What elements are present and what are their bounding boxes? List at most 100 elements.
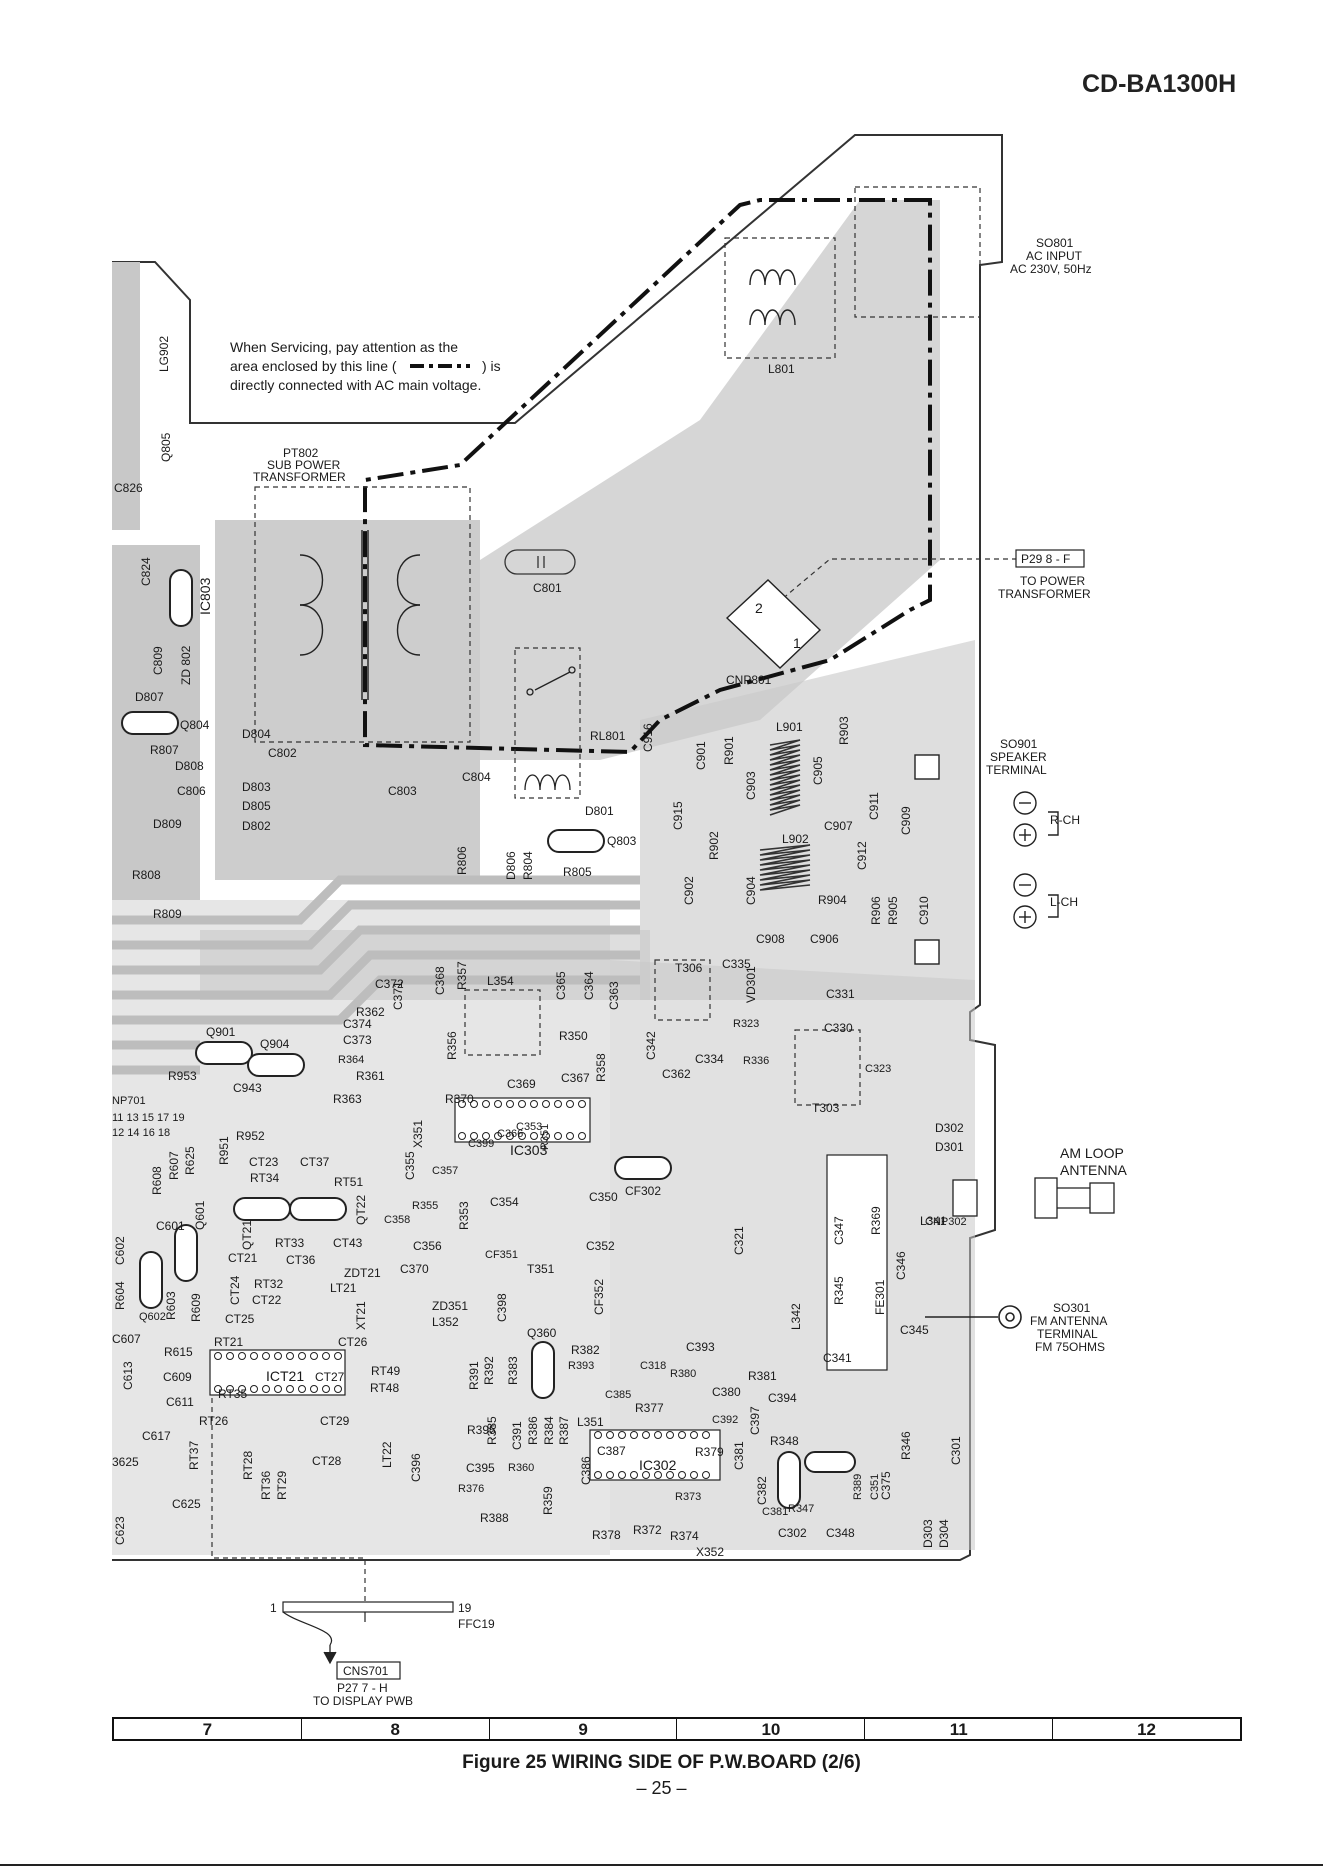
figure-caption: Figure 25 WIRING SIDE OF P.W.BOARD (2/6) bbox=[462, 1752, 861, 1773]
r347-label: R347 bbox=[788, 1503, 814, 1515]
rt32-label: RT32 bbox=[254, 1277, 283, 1291]
r363-label: R363 bbox=[333, 1092, 362, 1106]
ct25-label: CT25 bbox=[225, 1312, 255, 1326]
r951-label: R951 bbox=[217, 1136, 231, 1165]
d807-label: D807 bbox=[135, 690, 164, 704]
c358-label: C358 bbox=[384, 1214, 410, 1226]
l901-label: L901 bbox=[776, 720, 803, 734]
rt34-label: RT34 bbox=[250, 1171, 279, 1185]
grid-reference-bar: 7 8 9 10 11 12 bbox=[112, 1717, 1242, 1741]
speaker-terminals bbox=[914, 754, 1059, 965]
vd301-label: VD301 bbox=[744, 966, 758, 1003]
c802-label: C802 bbox=[268, 746, 297, 760]
c607-label: C607 bbox=[112, 1332, 141, 1346]
rt29-label: RT29 bbox=[275, 1471, 289, 1500]
am-desc2: ANTENNA bbox=[1060, 1162, 1128, 1178]
r393-label: R393 bbox=[568, 1360, 594, 1372]
xt21-label: XT21 bbox=[354, 1301, 368, 1330]
qt21-label: QT21 bbox=[240, 1220, 254, 1250]
c367-label: C367 bbox=[561, 1071, 590, 1085]
r348-label: R348 bbox=[770, 1434, 799, 1448]
c611-label: C611 bbox=[166, 1395, 194, 1409]
r381-label: R381 bbox=[748, 1369, 777, 1383]
q904-label: Q904 bbox=[260, 1037, 290, 1051]
r901-label: R901 bbox=[722, 736, 736, 765]
grid-col-9: 9 bbox=[490, 1719, 678, 1739]
inductors-l901-l902 bbox=[759, 739, 811, 891]
so901-rch: R-CH bbox=[1050, 813, 1080, 827]
model-number: CD-BA1300H bbox=[1082, 70, 1237, 98]
l341-label: L341 bbox=[920, 1214, 947, 1228]
so801-ref: SO801 bbox=[1036, 236, 1074, 250]
c399-label: C399 bbox=[468, 1138, 494, 1150]
ct26-label: CT26 bbox=[338, 1335, 368, 1349]
c915-label: C915 bbox=[671, 801, 685, 830]
c371-label: C371 bbox=[391, 981, 405, 1010]
r804-label: R804 bbox=[521, 851, 535, 880]
c397-label: C397 bbox=[748, 1406, 762, 1435]
c302-label: C302 bbox=[778, 1526, 807, 1540]
so801-desc2: AC 230V, 50Hz bbox=[1010, 262, 1092, 276]
c323-label: C323 bbox=[865, 1063, 891, 1075]
x352-label: X352 bbox=[696, 1545, 724, 1559]
r903-label: R903 bbox=[837, 716, 851, 745]
rotated-labels: LG902 Q805 IC803 C824 ZD 802 C809 R806 D… bbox=[113, 336, 963, 1548]
r902-label: R902 bbox=[707, 831, 721, 860]
c351-label: C351 bbox=[869, 1474, 881, 1500]
c394-label: C394 bbox=[768, 1391, 797, 1405]
d301-label: D301 bbox=[935, 1140, 964, 1154]
q803-label: Q803 bbox=[607, 834, 637, 848]
ct36-label: CT36 bbox=[286, 1253, 316, 1267]
r952-label: R952 bbox=[236, 1129, 265, 1143]
capacitor-c801 bbox=[504, 549, 576, 575]
t306-label: T306 bbox=[675, 961, 703, 975]
c943-label: C943 bbox=[233, 1081, 262, 1095]
c350-label: C350 bbox=[589, 1190, 618, 1204]
ic302-label: IC302 bbox=[639, 1457, 677, 1473]
r373-label: R373 bbox=[675, 1491, 701, 1503]
c331-label: C331 bbox=[826, 987, 855, 1001]
c601-label: C601 bbox=[156, 1219, 185, 1233]
r383-label: R383 bbox=[506, 1356, 520, 1385]
r391-label: R391 bbox=[467, 1361, 481, 1390]
warning-line3: directly connected with AC main voltage. bbox=[230, 377, 481, 393]
lg902-label: LG902 bbox=[157, 336, 171, 372]
r609-label: R609 bbox=[189, 1293, 203, 1322]
r357-label: R357 bbox=[455, 961, 469, 990]
inductor-l801 bbox=[749, 269, 796, 326]
c392-label: C392 bbox=[712, 1414, 738, 1426]
ct29-label: CT29 bbox=[320, 1414, 350, 1428]
c906-label: C906 bbox=[810, 932, 839, 946]
c352-label: C352 bbox=[586, 1239, 615, 1253]
r323-label: R323 bbox=[733, 1018, 759, 1030]
ct43-label: CT43 bbox=[333, 1236, 363, 1250]
r380-label: R380 bbox=[670, 1368, 696, 1380]
relay-rl801 bbox=[524, 666, 576, 791]
c385-label: C385 bbox=[605, 1389, 631, 1401]
r359-label: R359 bbox=[541, 1486, 555, 1515]
ac-boundary-line bbox=[363, 198, 932, 755]
l902-label: L902 bbox=[782, 832, 809, 846]
d809-label: D809 bbox=[153, 817, 182, 831]
warning-line1: When Servicing, pay attention as the bbox=[230, 339, 458, 355]
c374-label: C374 bbox=[343, 1017, 372, 1031]
ct22-label: CT22 bbox=[252, 1293, 282, 1307]
c824-label: C824 bbox=[139, 557, 153, 586]
zd351-label: ZD351 bbox=[432, 1299, 468, 1313]
so901-lch: L-CH bbox=[1050, 895, 1078, 909]
cf351-label: CF351 bbox=[485, 1249, 518, 1261]
rt36-label: RT36 bbox=[259, 1471, 273, 1500]
r346-label: R346 bbox=[899, 1431, 913, 1460]
t351-label: T351 bbox=[527, 1262, 555, 1276]
r372-label: R372 bbox=[633, 1523, 662, 1537]
r353-label: R353 bbox=[457, 1201, 471, 1230]
q601-label: Q601 bbox=[193, 1200, 207, 1230]
ffc-pin-first: 1 bbox=[270, 1601, 277, 1615]
transistor-packages bbox=[121, 569, 856, 1509]
ct21-label: CT21 bbox=[228, 1251, 258, 1265]
c908-label: C908 bbox=[756, 932, 785, 946]
rt49-label: RT49 bbox=[371, 1364, 400, 1378]
grid-col-11: 11 bbox=[865, 1719, 1054, 1739]
q805-label: Q805 bbox=[159, 432, 173, 462]
l352-label: L352 bbox=[432, 1315, 459, 1329]
